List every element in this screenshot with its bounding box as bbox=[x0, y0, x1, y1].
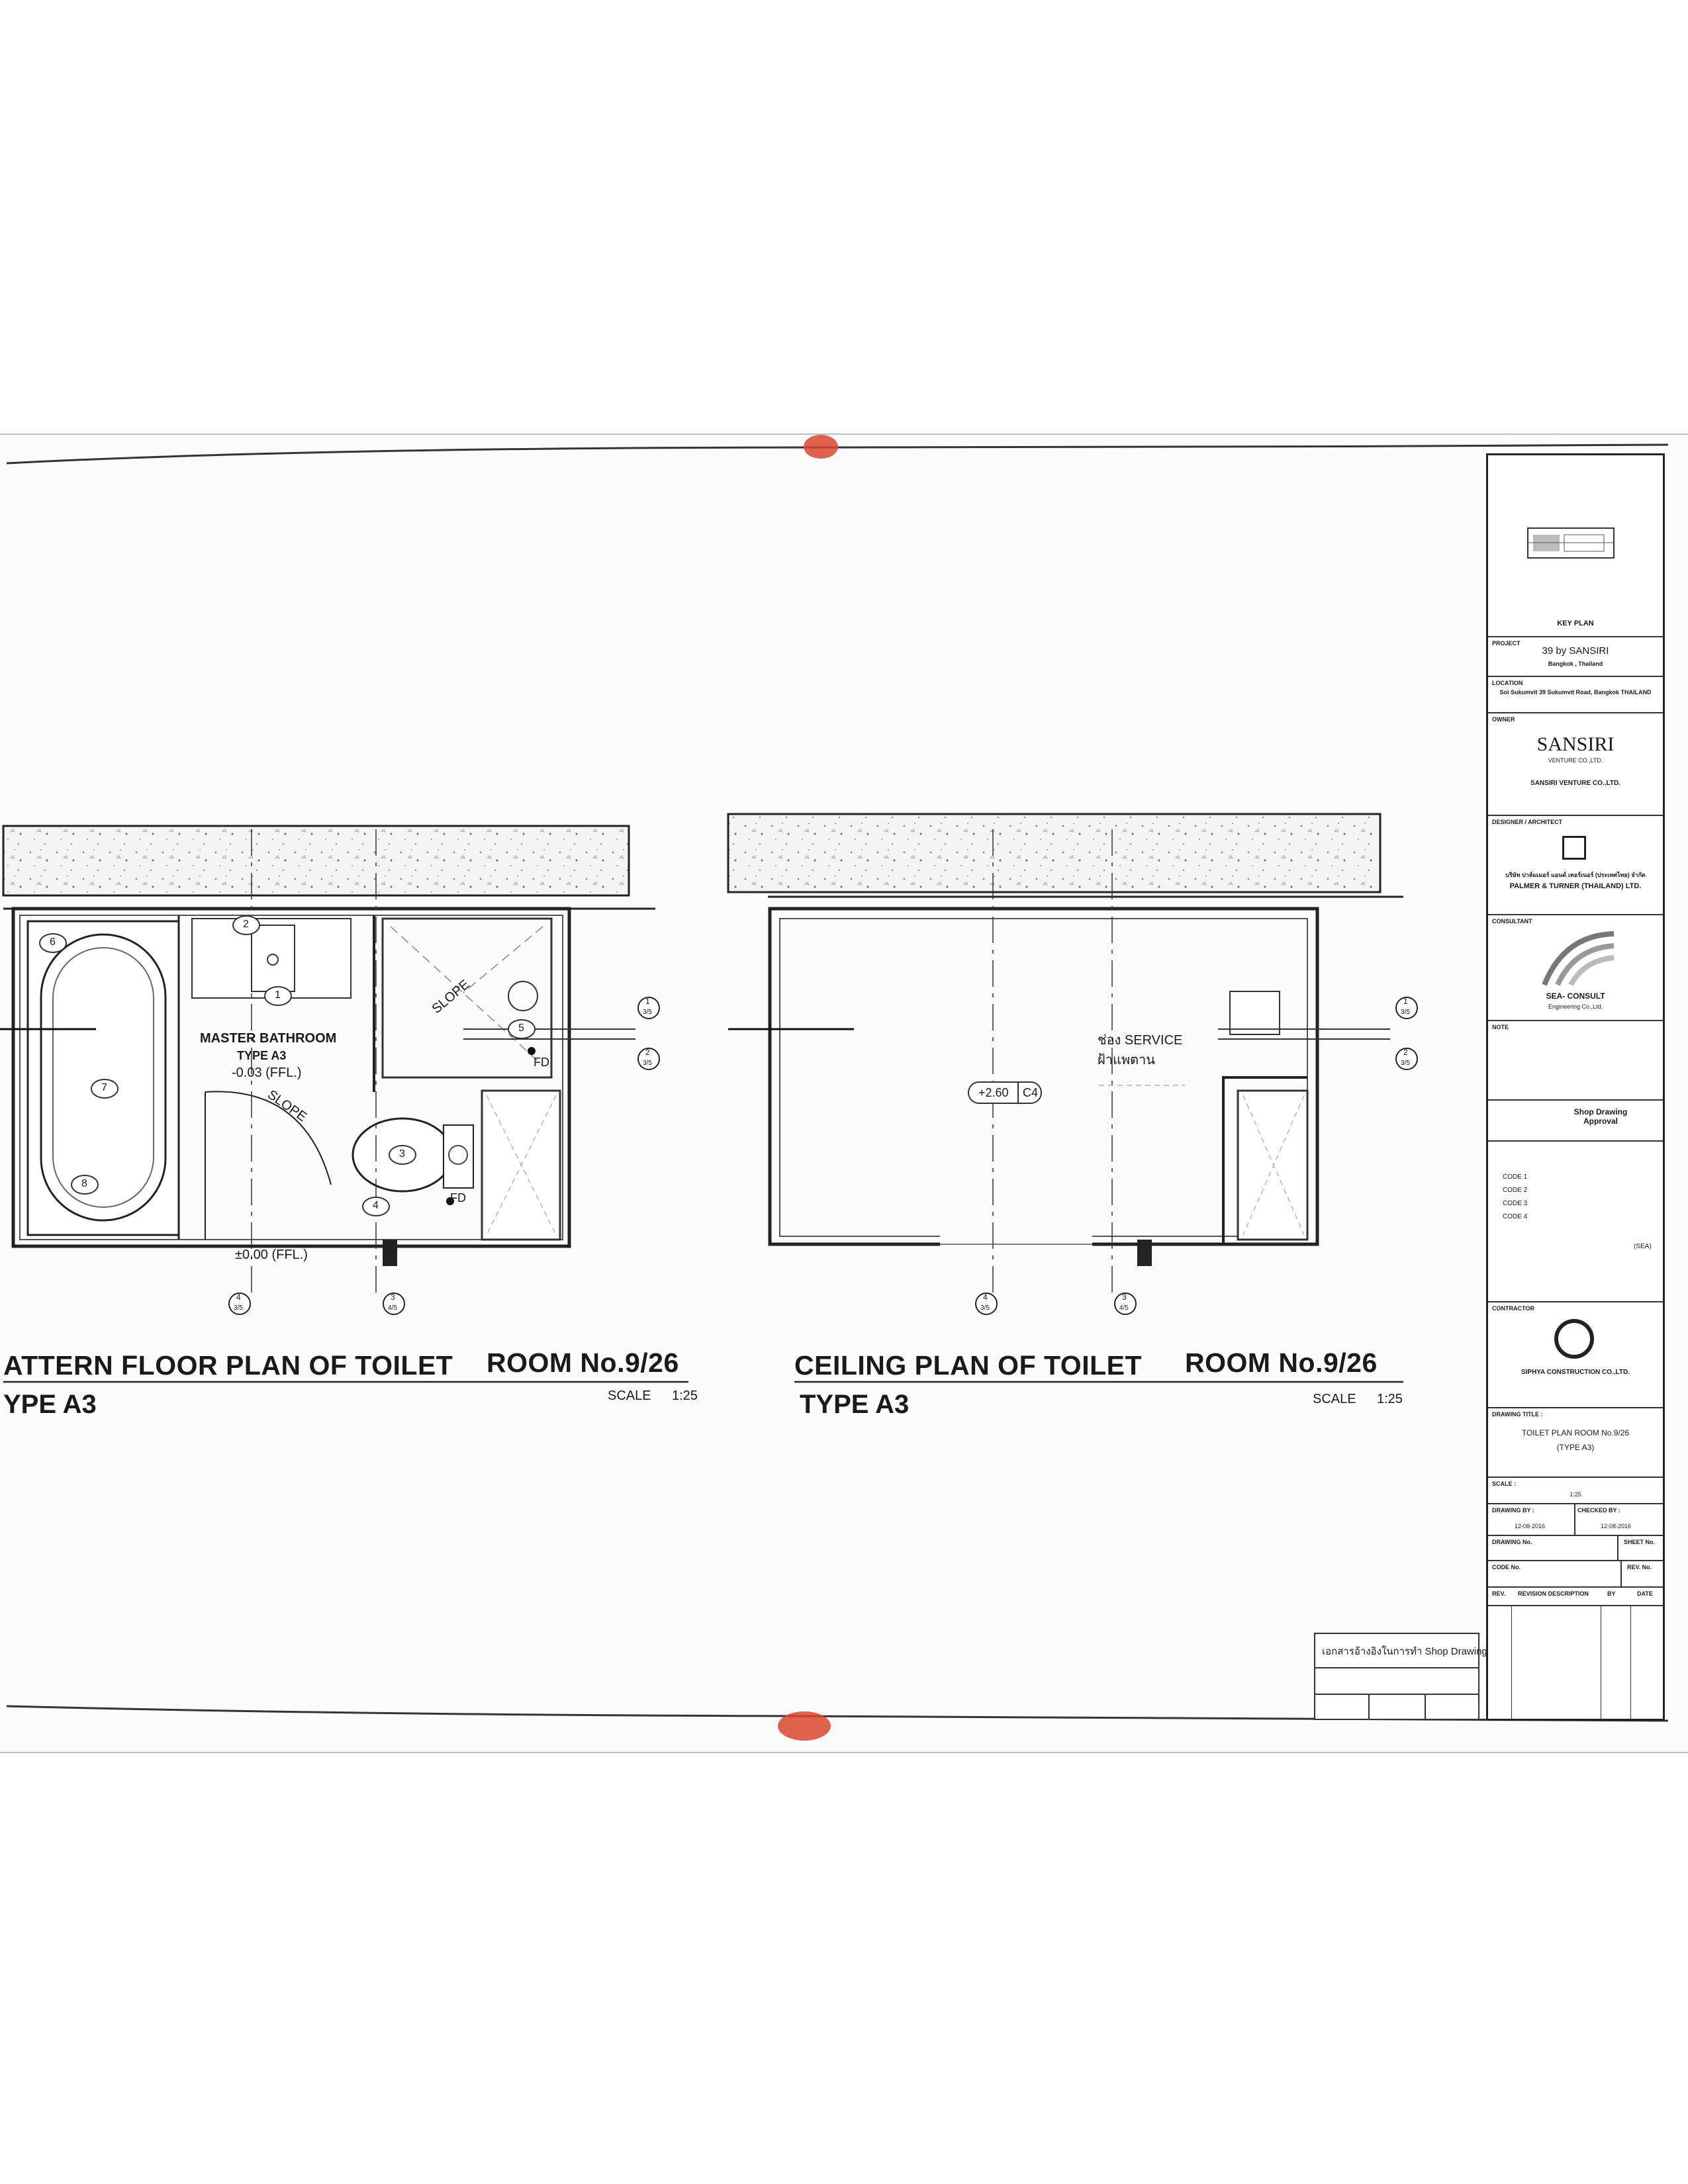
section-marker-num: 2 bbox=[645, 1048, 650, 1057]
code-option[interactable]: CODE 3 bbox=[1503, 1200, 1528, 1207]
section-marker-ref: 3/5 bbox=[980, 1304, 990, 1312]
ceiling-plan-scale-value: 1:25 bbox=[1377, 1392, 1403, 1406]
owner-logo-sub: VENTURE CO.,LTD. bbox=[1548, 757, 1603, 764]
section-marker-ref: 3/5 bbox=[1401, 1009, 1410, 1016]
service-label-line1: ช่อง SERVICE bbox=[1098, 1033, 1183, 1048]
owner-cell: OWNER SANSIRI VENTURE CO.,LTD. SANSIRI V… bbox=[1488, 713, 1663, 816]
room-name-label: MASTER BATHROOM bbox=[200, 1031, 337, 1046]
drawing-title-cell: DRAWING TITLE : TOILET PLAN ROOM No.9/26… bbox=[1488, 1408, 1663, 1478]
consultant-name: SEA- CONSULT bbox=[1546, 991, 1605, 1001]
height-tag: +2.60 bbox=[978, 1086, 1009, 1099]
service-label-line2: ฝ้าแพตาน bbox=[1098, 1053, 1155, 1068]
item-number: 2 bbox=[243, 919, 249, 930]
section-marker-num: 3 bbox=[1122, 1293, 1127, 1302]
contractor-logo-icon bbox=[1554, 1319, 1594, 1359]
ceiling-plan-title: CEILING PLAN OF TOILET bbox=[794, 1350, 1143, 1381]
designer-logo-icon bbox=[1562, 836, 1586, 860]
room-type-label: TYPE A3 bbox=[237, 1049, 287, 1062]
floor-plan-type: YPE A3 bbox=[3, 1390, 97, 1419]
drawing-sheet bbox=[0, 433, 1688, 1753]
floor-plan-room: ROOM No.9/26 bbox=[487, 1347, 679, 1378]
tape-bottom bbox=[778, 1711, 831, 1741]
level-bottom-label: ±0.00 (FFL.) bbox=[235, 1248, 308, 1262]
section-marker-ref: 3/5 bbox=[643, 1009, 652, 1016]
consultant-sub: Engineering Co.,Ltd. bbox=[1548, 1003, 1603, 1010]
scale-value: 1:25 bbox=[1570, 1491, 1581, 1498]
ceiling-plan bbox=[727, 813, 1418, 1383]
section-marker-ref: 4/5 bbox=[1119, 1304, 1129, 1312]
revision-header: REV. REVISION DESCRIPTION BY DATE bbox=[1488, 1588, 1663, 1606]
section-marker-num: 2 bbox=[1403, 1048, 1408, 1057]
designer-name: PALMER & TURNER (THAILAND) LTD. bbox=[1509, 882, 1642, 890]
stamp-text: เอกสารอ้างอิงในการทำ Shop Drawing bbox=[1322, 1646, 1487, 1657]
key-plan-thumbnail bbox=[1527, 527, 1615, 559]
section-marker-ref: 4/5 bbox=[388, 1304, 397, 1312]
location-text: Soi Sukumvit 39 Sukumvit Road, Bangkok T… bbox=[1499, 689, 1652, 696]
section-marker-num: 4 bbox=[983, 1293, 988, 1302]
drawing-title-2: (TYPE A3) bbox=[1556, 1443, 1595, 1452]
reference-stamp: เอกสารอ้างอิงในการทำ Shop Drawing bbox=[1314, 1633, 1487, 1720]
level-label: -0.03 (FFL.) bbox=[232, 1066, 302, 1080]
consultant-logo-icon bbox=[1542, 931, 1615, 986]
section-marker-num: 3 bbox=[391, 1293, 395, 1302]
contractor-name: SIPHYA CONSTRUCTION CO.,LTD. bbox=[1521, 1369, 1630, 1376]
code-option[interactable]: CODE 4 bbox=[1503, 1213, 1528, 1220]
fd-label-2: FD bbox=[450, 1191, 466, 1205]
note-cell: NOTE bbox=[1488, 1021, 1663, 1101]
approval-label: Shop Drawing Approval bbox=[1573, 1107, 1628, 1126]
item-number: 4 bbox=[373, 1200, 379, 1211]
item-number: 6 bbox=[50, 936, 56, 948]
owner-name: SANSIRI VENTURE CO.,LTD. bbox=[1530, 780, 1620, 787]
item-number: 5 bbox=[518, 1023, 524, 1034]
project-name: 39 by SANSIRI bbox=[1542, 645, 1609, 657]
project-sub: Bangkok , Thailand bbox=[1548, 660, 1603, 667]
section-marker-ref: 3/5 bbox=[1401, 1060, 1410, 1067]
drawn-by-cell: DRAWING BY : CHECKED BY : 12-08-2016 12-… bbox=[1488, 1504, 1663, 1536]
consultant-cell: CONSULTANT SEA- CONSULT Engineering Co.,… bbox=[1488, 915, 1663, 1021]
designer-cell: DESIGNER / ARCHITECT บริษัท ปาล์มเมอร์ แ… bbox=[1488, 816, 1663, 915]
title-block: KEY PLAN PROJECT 39 by SANSIRI Bangkok ,… bbox=[1486, 453, 1665, 1721]
floor-plan-scale-value: 1:25 bbox=[672, 1388, 698, 1403]
section-marker-ref: 3/5 bbox=[643, 1060, 652, 1067]
revision-rows bbox=[1488, 1606, 1663, 1719]
code-option[interactable]: CODE 1 bbox=[1503, 1173, 1528, 1181]
item-number: 3 bbox=[399, 1148, 405, 1160]
item-number: 1 bbox=[275, 989, 281, 1001]
ceiling-plan-scale-label: SCALE bbox=[1313, 1392, 1356, 1406]
project-cell: PROJECT 39 by SANSIRI Bangkok , Thailand bbox=[1488, 637, 1663, 677]
key-plan-cell: KEY PLAN bbox=[1488, 455, 1663, 637]
floor-plan bbox=[0, 825, 688, 1383]
drawing-no-cell: DRAWING No. SHEET No. bbox=[1488, 1536, 1663, 1561]
drawing-title-1: TOILET PLAN ROOM No.9/26 bbox=[1521, 1428, 1630, 1437]
contractor-cell: CONTRACTOR SIPHYA CONSTRUCTION CO.,LTD. bbox=[1488, 1302, 1663, 1408]
section-marker-ref: 3/5 bbox=[234, 1304, 243, 1312]
approval-cell: Shop Drawing Approval CODE 1 CODE 2 CODE… bbox=[1488, 1101, 1663, 1302]
item-number: 7 bbox=[101, 1082, 107, 1093]
fd-label-1: FD bbox=[534, 1056, 549, 1069]
section-marker-num: 1 bbox=[1403, 997, 1408, 1006]
code-option[interactable]: CODE 2 bbox=[1503, 1187, 1528, 1194]
section-marker-num: 4 bbox=[236, 1293, 241, 1302]
location-cell: LOCATION Soi Sukumvit 39 Sukumvit Road, … bbox=[1488, 677, 1663, 713]
floor-plan-title: ATTERN FLOOR PLAN OF TOILET bbox=[3, 1350, 453, 1381]
section-marker-num: 1 bbox=[645, 997, 650, 1006]
tape-top bbox=[804, 435, 838, 459]
scale-cell: SCALE : 1:25 bbox=[1488, 1478, 1663, 1504]
sea-label: (SEA) bbox=[1634, 1243, 1652, 1250]
ceiling-plan-room: ROOM No.9/26 bbox=[1185, 1347, 1378, 1378]
owner-logo: SANSIRI bbox=[1536, 733, 1615, 755]
code-tag: C4 bbox=[1023, 1086, 1039, 1099]
designer-thai: บริษัท ปาล์มเมอร์ แอนด์ เทอร์เนอร์ (ประเ… bbox=[1505, 872, 1646, 878]
code-no-cell: CODE No. REV. No. bbox=[1488, 1561, 1663, 1588]
floor-plan-scale-label: SCALE bbox=[608, 1388, 651, 1403]
ceiling-plan-type: TYPE A3 bbox=[800, 1390, 910, 1419]
key-plan-label: KEY PLAN bbox=[1557, 619, 1594, 627]
item-number: 8 bbox=[81, 1178, 87, 1189]
